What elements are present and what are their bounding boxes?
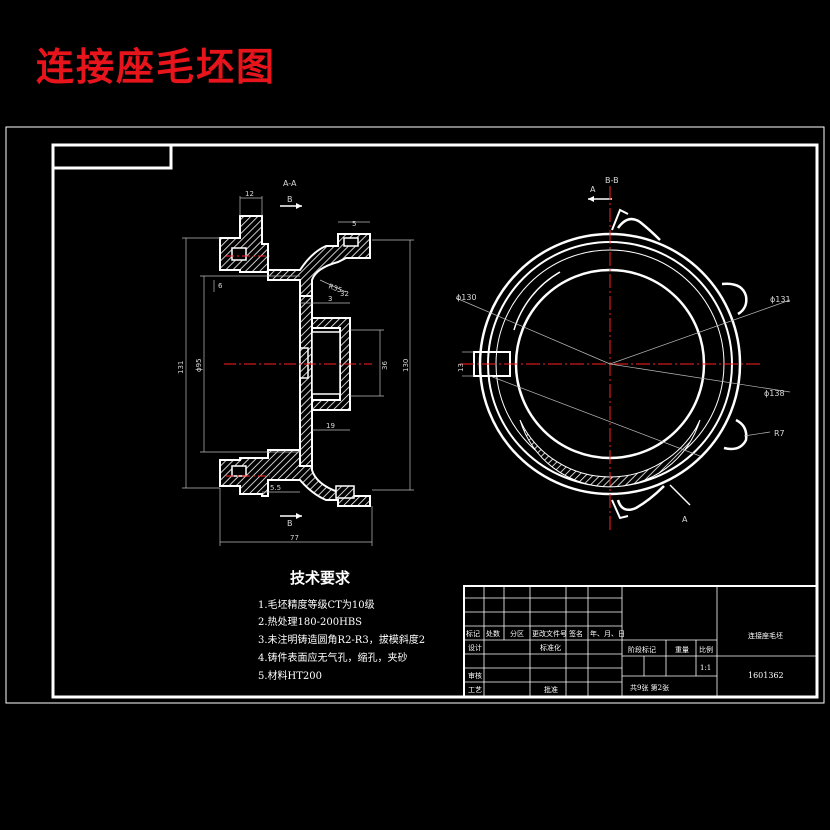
dim-19: 19: [326, 422, 335, 430]
approve-label: 批准: [544, 685, 558, 694]
sheet-count: 共9张 第2张: [630, 683, 669, 692]
dim-13: 13: [457, 363, 465, 372]
rev-header: 年、月、日: [590, 629, 625, 638]
drawing-number: 1601362: [748, 671, 784, 680]
dim-3: 3: [328, 295, 332, 303]
dim-36: 36: [381, 361, 389, 370]
dim-130: 130: [402, 359, 410, 372]
outer-border: [5, 126, 825, 704]
page-title: 连接座毛坯图: [36, 44, 277, 89]
rev-header: 更改文件号: [532, 629, 567, 638]
section-bb-label: B-B: [605, 176, 619, 185]
title-block: 标记 处数 分区 更改文件号 签名 年、月、日 设计 标准化 审核 工艺 批准 …: [463, 585, 818, 698]
dim-phi130: ϕ130: [456, 293, 477, 302]
section-aa-label: A-A: [283, 179, 297, 188]
review-label: 审核: [468, 671, 482, 680]
weight-label: 重量: [675, 646, 689, 654]
cut-label-b-bottom: B: [287, 519, 293, 528]
technical-requirements: 技术要求 1.毛坯精度等级CT为10级 2.热处理180-200HBS 3.未注…: [258, 569, 425, 682]
dim-r7: R7: [774, 429, 785, 438]
dim-5: 5: [352, 220, 356, 228]
dim-phi95: ϕ95: [195, 358, 203, 372]
bottom-flange-section: [219, 449, 371, 507]
tech-heading: 技术要求: [290, 569, 351, 587]
rev-header: 处数: [486, 629, 500, 638]
dim-32: 32: [340, 290, 349, 298]
cut-label-a-bottom: A: [682, 515, 688, 524]
standardize-label: 标准化: [540, 643, 561, 652]
inner-frame: [51, 143, 819, 699]
tech-item: 3.未注明铸造圆角R2-R3，拔模斜度2: [258, 633, 425, 646]
cut-label-a-top: A: [590, 185, 596, 194]
central-web: [299, 295, 313, 467]
stage-label: 阶段标记: [628, 645, 656, 654]
dim-phi131: ϕ131: [770, 295, 791, 304]
cut-label-b-top: B: [287, 195, 293, 204]
design-label: 设计: [468, 643, 482, 652]
dim-77: 77: [290, 534, 299, 542]
rev-header: 分区: [510, 629, 524, 638]
scale-label: 比例: [699, 645, 713, 654]
drawing-number-box: [51, 143, 173, 170]
section-aa-view: A-A B B: [177, 179, 414, 546]
dim-phi138: ϕ138: [764, 389, 785, 398]
section-bb-view: B-B A A: [455, 176, 791, 530]
rev-header: 签名: [569, 629, 583, 638]
process-label: 工艺: [468, 686, 482, 694]
scale-value: 1:1: [700, 664, 711, 672]
rev-header: 标记: [466, 629, 480, 638]
tech-item: 1.毛坯精度等级CT为10级: [258, 598, 375, 611]
tech-item: 2.热处理180-200HBS: [258, 615, 362, 628]
dim-12: 12: [245, 190, 254, 198]
tech-item: 4.铸件表面应无气孔，缩孔，夹砂: [258, 651, 408, 664]
dim-131: 131: [177, 361, 185, 374]
tech-item: 5.材料HT200: [258, 669, 322, 682]
part-name: 连接座毛坯: [748, 631, 783, 640]
dim-5-5: 5.5: [270, 484, 281, 492]
dim-6: 6: [218, 282, 223, 290]
